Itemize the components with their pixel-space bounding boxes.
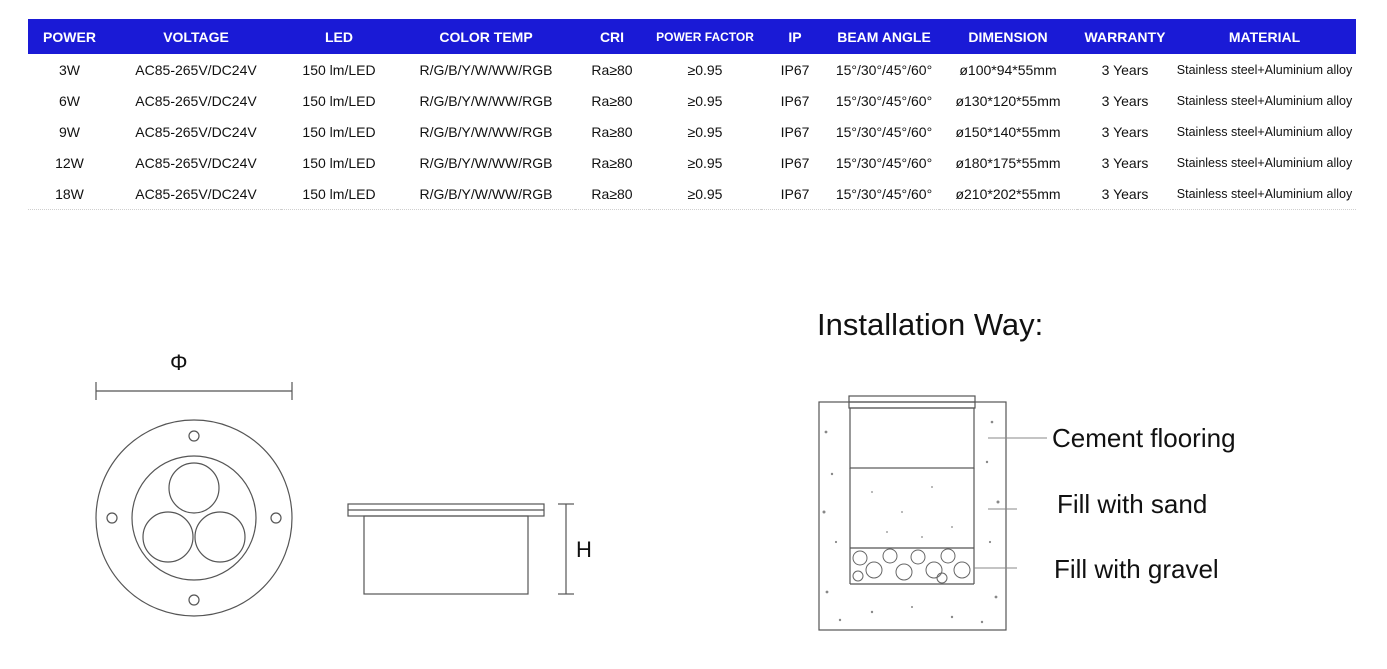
cell-dimension: ø100*94*55mm [959,61,1057,78]
cell-warranty: 3 Years [1101,123,1149,140]
header-color-temp: COLOR TEMP [439,28,533,45]
cell-color-temp: R/G/B/Y/W/WW/RGB [419,154,553,171]
cell-cri: Ra≥80 [575,178,649,210]
header-beam-angle: BEAM ANGLE [837,28,931,45]
cell-ip: IP67 [780,123,810,140]
cell-material: Stainless steel+Aluminium alloy [1176,62,1353,77]
cell-power: 6W [59,92,80,109]
cell-power: 3W [59,61,80,78]
table-row: 18W AC85-265V/DC24V 150 lm/LED R/G/B/Y/W… [28,178,1356,210]
table-header-row: POWER VOLTAGE LED COLOR TEMP CRI POWER F… [28,19,1356,54]
cell-voltage: AC85-265V/DC24V [135,123,257,140]
cell-warranty: 3 Years [1101,154,1149,171]
cell-material: Stainless steel+Aluminium alloy [1173,178,1356,210]
cell-voltage: AC85-265V/DC24V [111,178,281,210]
cell-power: 9W [59,123,80,140]
cell-ip: IP67 [780,61,810,78]
cell-power: 12W [55,154,84,171]
cell-dimension: ø210*202*55mm [939,178,1077,210]
layer-label-sand: Fill with sand [1057,489,1208,519]
cell-beam-angle: 15°/30°/45°/60° [835,123,933,140]
cell-voltage: AC85-265V/DC24V [135,61,257,78]
cell-led: 150 lm/LED [302,92,376,109]
cell-cri: Ra≥80 [591,92,633,109]
cell-dimension: ø150*140*55mm [955,123,1061,140]
height-label: H [576,537,592,562]
cell-led: 150 lm/LED [302,123,376,140]
cell-power-factor: ≥0.95 [687,92,723,109]
cell-voltage: AC85-265V/DC24V [135,92,257,109]
spec-table: POWER VOLTAGE LED COLOR TEMP CRI POWER F… [28,19,1356,210]
installation-title: Installation Way: [817,307,1044,342]
cell-led: 150 lm/LED [281,178,397,210]
table-row: 12W AC85-265V/DC24V 150 lm/LED R/G/B/Y/W… [28,147,1356,178]
table-row: 3W AC85-265V/DC24V 150 lm/LED R/G/B/Y/W/… [28,54,1356,85]
cell-cri: Ra≥80 [591,154,633,171]
cell-ip: IP67 [780,92,810,109]
cell-beam-angle: 15°/30°/45°/60° [835,61,933,78]
cell-material: Stainless steel+Aluminium alloy [1176,93,1353,108]
header-ip: IP [788,28,802,45]
header-cri: CRI [599,28,625,45]
cell-dimension: ø130*120*55mm [955,92,1061,109]
cell-power-factor: ≥0.95 [687,154,723,171]
header-power: POWER [43,28,96,45]
cell-voltage: AC85-265V/DC24V [135,154,257,171]
cell-beam-angle: 15°/30°/45°/60° [835,92,933,109]
table-row: 6W AC85-265V/DC24V 150 lm/LED R/G/B/Y/W/… [28,85,1356,116]
cell-power-factor: ≥0.95 [687,123,723,140]
cell-color-temp: R/G/B/Y/W/WW/RGB [419,61,553,78]
cell-led: 150 lm/LED [302,61,376,78]
cell-led: 150 lm/LED [302,154,376,171]
cell-power-factor: ≥0.95 [649,178,761,210]
cell-power-factor: ≥0.95 [687,61,723,78]
cell-material: Stainless steel+Aluminium alloy [1176,155,1353,170]
cell-warranty: 3 Years [1101,61,1149,78]
cell-warranty: 3 Years [1077,178,1173,210]
header-power-factor: POWER FACTOR [656,29,754,44]
header-voltage: VOLTAGE [163,28,229,45]
cell-beam-angle: 15°/30°/45°/60° [835,154,933,171]
cell-power: 18W [28,178,111,210]
layer-label-cement: Cement flooring [1052,423,1236,453]
cell-ip: IP67 [761,178,829,210]
header-dimension: DIMENSION [968,28,1048,45]
header-material: MATERIAL [1228,28,1301,45]
cell-warranty: 3 Years [1101,92,1149,109]
cell-ip: IP67 [780,154,810,171]
cell-dimension: ø180*175*55mm [955,154,1061,171]
installation-diagram [818,395,1047,631]
cell-beam-angle: 15°/30°/45°/60° [829,178,939,210]
top-view-drawing [95,382,293,617]
side-view-drawing [347,503,574,595]
cell-cri: Ra≥80 [591,61,633,78]
cell-material: Stainless steel+Aluminium alloy [1176,124,1353,139]
layer-label-gravel: Fill with gravel [1054,554,1219,584]
cell-cri: Ra≥80 [591,123,633,140]
cell-color-temp: R/G/B/Y/W/WW/RGB [419,92,553,109]
diameter-symbol: Φ [170,350,188,375]
table-row: 9W AC85-265V/DC24V 150 lm/LED R/G/B/Y/W/… [28,116,1356,147]
header-warranty: WARRANTY [1084,28,1166,45]
cell-color-temp: R/G/B/Y/W/WW/RGB [419,123,553,140]
header-led: LED [325,28,353,45]
cell-color-temp: R/G/B/Y/W/WW/RGB [397,178,575,210]
